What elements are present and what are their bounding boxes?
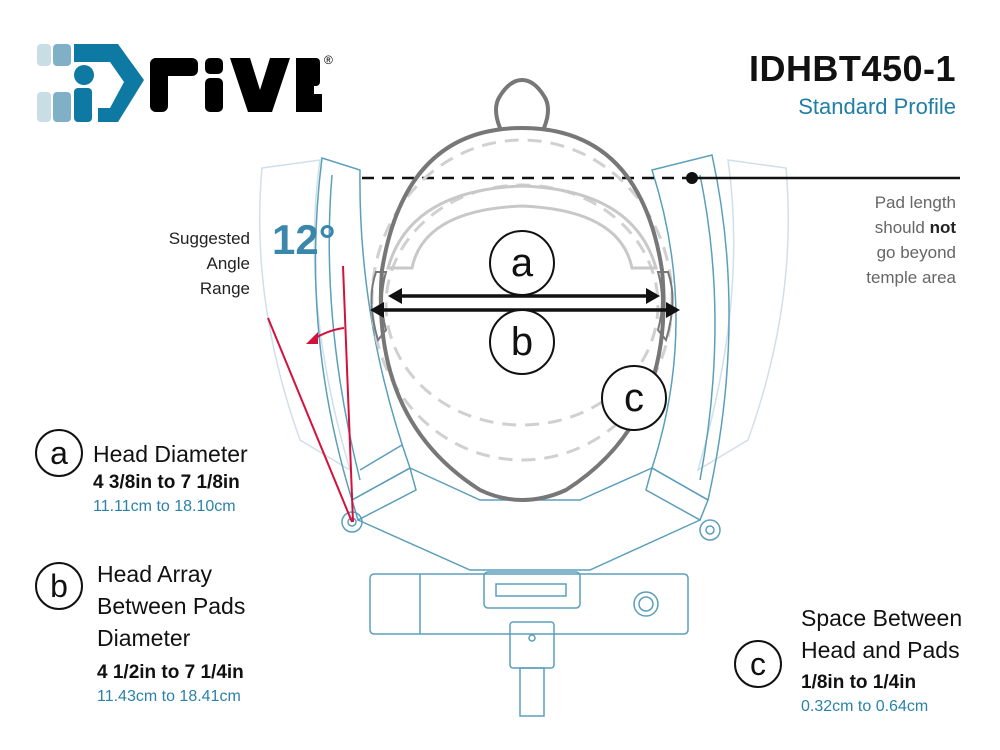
marker-a: a [489, 230, 555, 296]
spec-metric: 0.32cm to 0.64cm [801, 698, 929, 715]
profile-subtitle: Standard Profile [798, 94, 956, 119]
headrest-frame [357, 467, 701, 717]
spec-metric: 11.11cm to 18.10cm [93, 498, 236, 515]
note-line: Pad length [874, 193, 956, 212]
head-outline [370, 77, 674, 502]
angle-label: Suggested Angle Range [140, 226, 250, 301]
angle-label-line: Range [199, 279, 250, 298]
spec-a-marker: a [35, 429, 83, 477]
note-line: should not [866, 215, 956, 240]
marker-a-label: a [510, 240, 534, 285]
idrive-logo: ® [37, 44, 333, 122]
angle-value: 12° [272, 216, 336, 263]
note-line: temple area [866, 268, 956, 287]
spec-c-marker: c [734, 640, 782, 688]
pad-length-note: Pad length should not go beyond temple a… [866, 190, 956, 290]
spec-b-marker: b [35, 562, 83, 610]
model-title: IDHBT450-1 [748, 48, 956, 89]
spec-b: Head Array Between Pads Diameter 4 1/2in… [97, 558, 245, 706]
spec-imperial: 4 3/8in to 7 1/8in [93, 472, 240, 493]
spec-imperial: 4 1/2in to 7 1/4in [97, 662, 244, 683]
spec-marker-label: b [50, 567, 68, 604]
marker-b: b [489, 309, 555, 375]
angle-indicator [267, 265, 354, 523]
spec-a: Head Diameter 4 3/8in to 7 1/8in 11.11cm… [93, 438, 248, 516]
spec-title: Head Diameter [93, 441, 248, 467]
leader-dot [686, 172, 698, 184]
spec-metric: 11.43cm to 18.41cm [97, 688, 241, 705]
spec-imperial: 1/8in to 1/4in [801, 672, 917, 693]
registered-mark: ® [324, 53, 333, 67]
marker-b-label: b [510, 319, 534, 364]
left-pad [314, 157, 417, 533]
note-text: should [874, 218, 930, 237]
spec-title: Head and Pads [801, 637, 960, 663]
ghost-pads [258, 159, 790, 472]
spec-title: Space Between [801, 605, 963, 631]
spec-marker-label: c [750, 645, 766, 682]
spec-c: Space Between Head and Pads 1/8in to 1/4… [801, 602, 962, 716]
spec-title: Diameter [97, 625, 191, 651]
note-emphasis: not [929, 218, 956, 237]
note-line: go beyond [876, 243, 956, 262]
spec-title: Between Pads [97, 593, 246, 619]
marker-c-label: c [624, 375, 644, 420]
angle-label-line: Angle [206, 254, 250, 273]
spec-title: Head Array [97, 561, 213, 587]
angle-label-line: Suggested [168, 229, 250, 248]
marker-c: c [601, 365, 667, 431]
spec-marker-label: a [50, 434, 68, 471]
